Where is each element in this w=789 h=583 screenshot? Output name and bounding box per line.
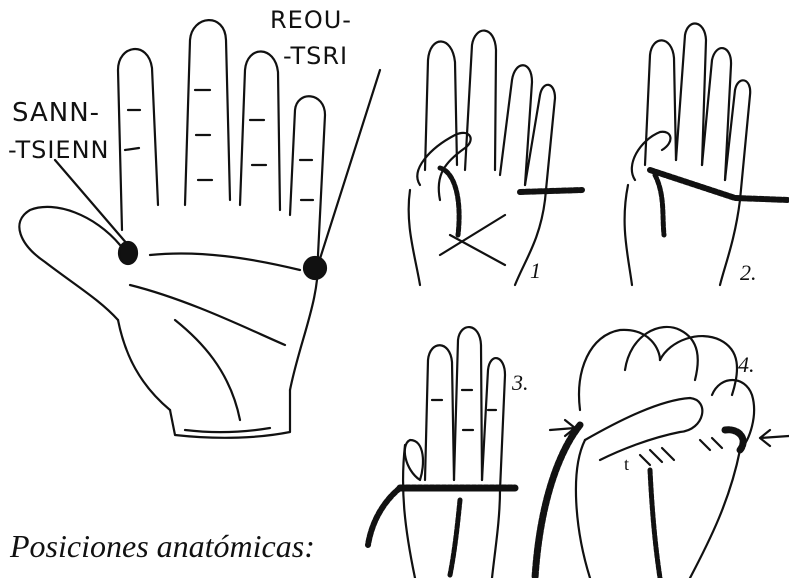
label-sann-tsienn-line2: -TSIENN <box>8 138 110 162</box>
label-sann-tsienn-line1: SANN- <box>12 100 100 126</box>
step3-hand <box>368 327 515 578</box>
label-reou-tsri-line1: REOU- <box>270 8 352 32</box>
step-number-3: 3. <box>512 370 529 396</box>
step-number-2: 2. <box>740 260 757 286</box>
step2-hand <box>625 24 789 285</box>
caption: Posiciones anatómicas: <box>10 528 315 565</box>
label-reou-tsri-line2: -TSRI <box>283 44 348 68</box>
large-palm-hand <box>19 20 380 438</box>
step-number-1: 1 <box>530 258 541 284</box>
step1-hand <box>409 31 582 285</box>
step-number-4: 4. <box>738 352 755 378</box>
svg-text:t: t <box>624 454 629 474</box>
